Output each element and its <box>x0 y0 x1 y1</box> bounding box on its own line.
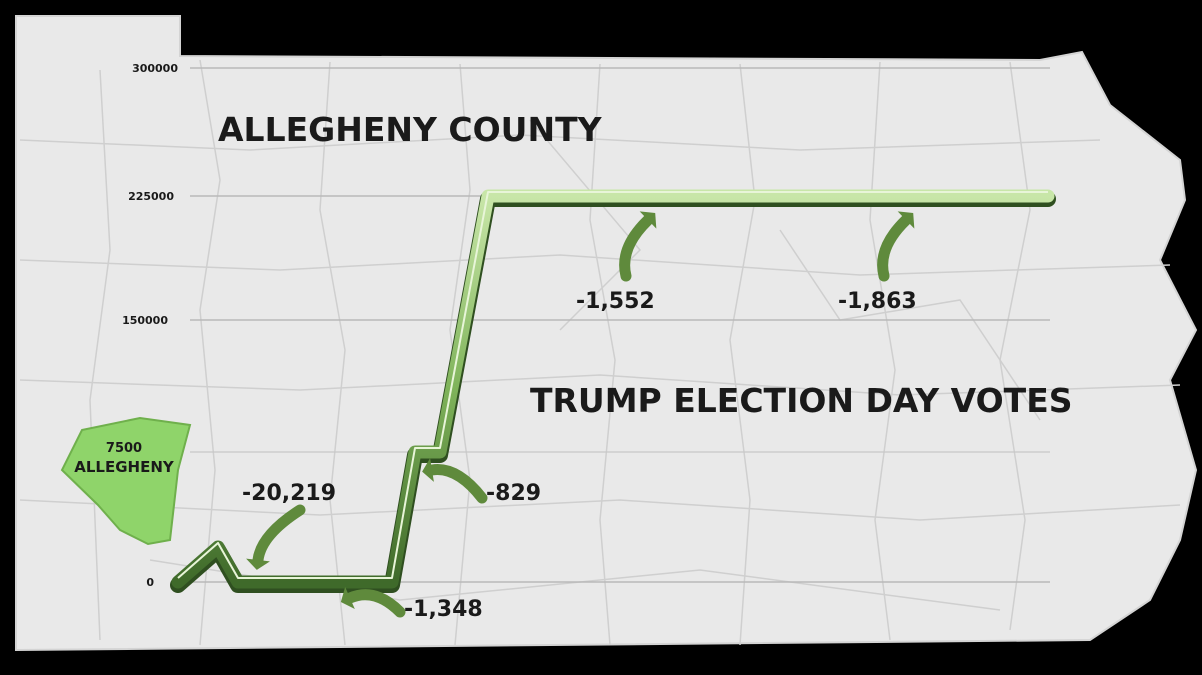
y-tick-label: 150000 <box>122 314 168 327</box>
annotation-arrowhead <box>422 458 434 482</box>
annotation-labels: -20,219 -1,348 -829 -1,552 -1,863 <box>242 289 917 622</box>
county-badge: 7500 ALLEGHENY <box>60 416 192 546</box>
annotation-arrow <box>252 504 306 566</box>
annotation-label: -829 <box>486 481 541 506</box>
annotation-arrow <box>619 214 654 282</box>
annotation-arrowhead <box>340 587 355 609</box>
y-tick-label: 0 <box>146 576 154 589</box>
y-axis-ticks: 300000 225000 150000 0 <box>122 62 178 589</box>
chart-subtitle: TRUMP ELECTION DAY VOTES <box>530 381 1073 420</box>
annotation-label: -1,863 <box>838 289 917 314</box>
series-line-highlight <box>177 191 1048 579</box>
chart-title: ALLEGHENY COUNTY <box>218 110 603 149</box>
county-badge-value: 7500 <box>106 441 142 456</box>
y-tick-label: 300000 <box>132 62 178 75</box>
y-tick-label: 225000 <box>128 190 174 203</box>
annotation-arrowhead <box>897 211 915 229</box>
annotation-arrows <box>246 211 915 618</box>
county-boundaries <box>19 59 1181 646</box>
county-badge-shape <box>60 416 192 546</box>
series-line <box>171 189 1055 589</box>
state-map-shape <box>15 15 1198 652</box>
annotation-label: -1,348 <box>404 597 483 622</box>
annotation-label: -20,219 <box>242 481 336 506</box>
annotation-arrowhead <box>246 558 270 570</box>
annotation-arrow <box>877 214 912 282</box>
annotation-arrow <box>344 589 406 618</box>
series-group <box>170 189 1056 593</box>
annotation-arrowhead <box>639 211 657 229</box>
annotation-arrow <box>426 464 488 504</box>
annotation-label: -1,552 <box>576 289 655 314</box>
county-badge-name: ALLEGHENY <box>74 458 175 476</box>
